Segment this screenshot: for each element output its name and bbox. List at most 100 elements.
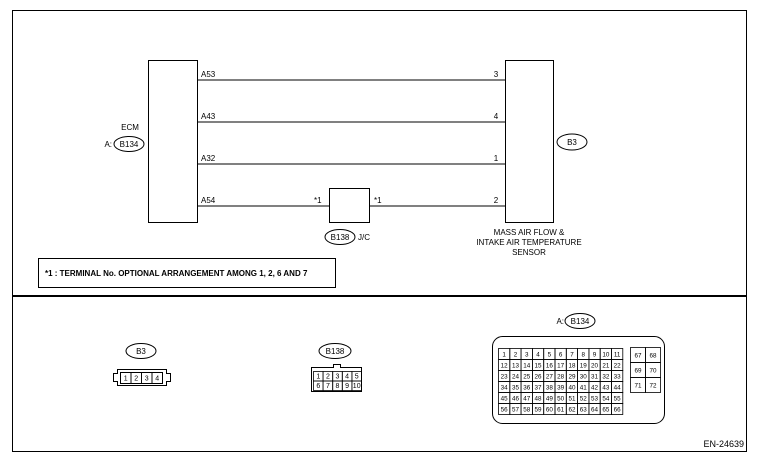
pin-number: 3 [525,351,529,358]
pin-cell: 10 [351,380,362,391]
pin-box [351,380,362,391]
pin-cell: 1 [313,371,324,382]
pin-number: 46 [512,395,520,402]
pin-cell: 60 [543,403,556,415]
pin-number: 18 [568,362,576,369]
wire-sensor-pin: 1 [494,154,499,163]
sensor-connector-oval [556,133,588,151]
pin-cell: 45 [498,392,511,404]
note-box [38,258,336,288]
pin-number: 70 [649,367,657,374]
pin-cell: 1 [120,372,132,384]
pin-cell: 16 [543,359,556,371]
pin-cell: 62 [565,403,578,415]
pin-cell: 8 [332,380,343,391]
pin-cell: 21 [599,359,612,371]
pin-box [151,372,163,384]
pin-number: 6 [316,383,320,390]
wire-ecm-pin: A43 [201,112,216,121]
pin-cell: 4 [341,371,353,382]
pin-number: 60 [546,406,554,413]
b3-label-oval [125,343,157,359]
pin-cell: 55 [611,392,624,404]
pin-number: 5 [548,351,552,358]
pin-cell: 69 [630,362,646,378]
wire-sensor-pin: 4 [494,112,499,121]
jc-box [329,188,370,223]
pin-number: 67 [634,352,642,359]
pin-number: 20 [591,362,599,369]
pin-number: 61 [557,406,565,413]
pin-number: 19 [580,362,588,369]
pin-cell: 66 [611,403,624,415]
pin-number: 55 [614,395,622,402]
pin-cell: 50 [554,392,567,404]
ecm-label: ECM [121,123,139,132]
pin-cell: 43 [599,381,612,393]
pin-number: 63 [580,406,588,413]
pin-cell: 38 [543,381,556,393]
pin-cell: 65 [599,403,612,415]
pin-number: 14 [523,362,531,369]
sensor-box [505,60,554,223]
pin-cell: 51 [565,392,578,404]
pin-cell: 44 [611,381,624,393]
b134-label: B134 [571,317,590,326]
pin-cell: 14 [520,359,533,371]
pin-number: 5 [355,374,359,381]
pin-cell: 32 [599,370,612,382]
pin-cell: 4 [532,348,545,360]
pin-number: 8 [336,383,340,390]
pin-number: 65 [602,406,610,413]
pin-number: 23 [501,373,509,380]
pin-number: 10 [602,351,610,358]
pin-cell: 28 [554,370,567,382]
pin-number: 49 [546,395,554,402]
pin-cell: 3 [520,348,533,360]
b134-housing [492,336,665,424]
pin-cell: 61 [554,403,567,415]
pin-cell: 1 [498,348,511,360]
pin-number: 47 [523,395,531,402]
pin-number: 2 [514,351,518,358]
pin-cell: 23 [498,370,511,382]
pin-number: 26 [535,373,543,380]
b3-housing [113,369,171,386]
pin-number: 32 [602,373,610,380]
b3-label: B3 [136,347,146,356]
pin-number: 4 [155,375,159,382]
pin-cell: 41 [577,381,590,393]
pin-cell: 2 [509,348,522,360]
pin-cell: 9 [341,380,353,391]
pin-cell: 30 [577,370,590,382]
pin-cell: 71 [630,377,646,393]
pin-cell: 31 [588,370,601,382]
pin-number: 17 [557,362,565,369]
pin-number: 53 [591,395,599,402]
pin-number: 39 [557,384,565,391]
pin-number: 44 [614,384,622,391]
pin-number: 45 [501,395,509,402]
pin-number: 24 [512,373,520,380]
b134-prefix: A: [556,317,564,326]
pin-cell: 7 [322,380,334,391]
pin-number: 41 [580,384,588,391]
pin-cell: 35 [509,381,522,393]
pin-cell: 20 [588,359,601,371]
pin-number: 11 [614,351,621,358]
pin-number: 7 [326,383,330,390]
pin-number: 51 [568,395,576,402]
pin-number: 15 [535,362,543,369]
pin-number: 21 [602,362,610,369]
pin-cell: 12 [498,359,511,371]
pin-number: 7 [570,351,574,358]
sensor-name-line-2: INTAKE AIR TEMPERATURE [476,238,581,247]
pin-number: 16 [546,362,554,369]
pin-cell: 52 [577,392,590,404]
pin-cell: 5 [351,371,362,382]
pin-number: 22 [614,362,622,369]
